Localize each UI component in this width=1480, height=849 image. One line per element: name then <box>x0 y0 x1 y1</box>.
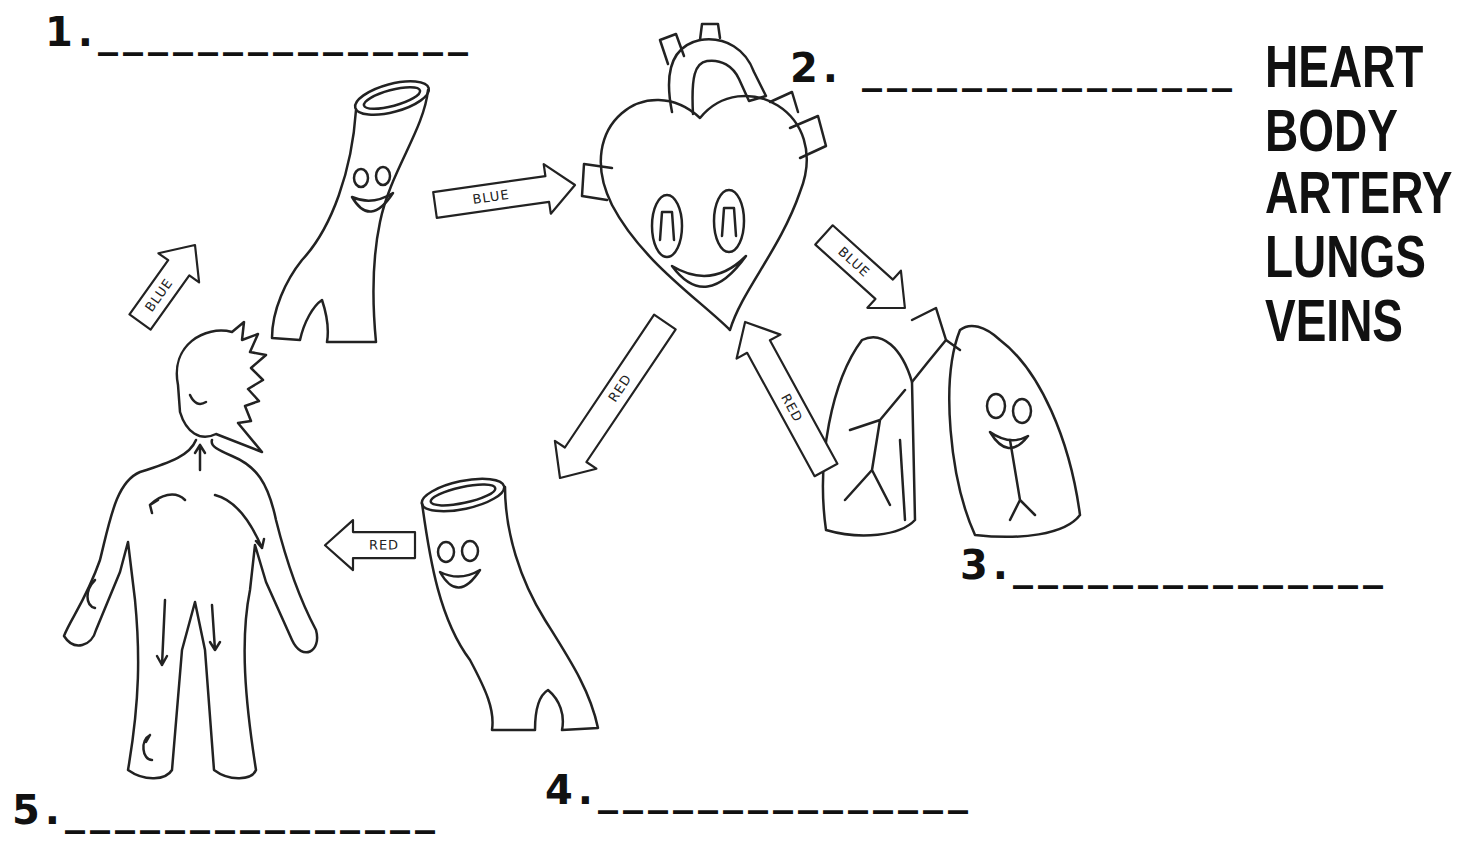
word-bank-word: HEART <box>1265 36 1423 96</box>
body-drawing <box>64 322 317 778</box>
artery-area: 4._______________ <box>415 478 600 733</box>
word-bank-word: VEINS <box>1265 290 1403 350</box>
answer-blank: 2. _______________ <box>790 48 1237 88</box>
flow-arrow <box>130 245 200 330</box>
answer-blank: 5._______________ <box>12 790 440 830</box>
body-area: 5._______________ <box>55 322 325 785</box>
answer-blank: 3._______________ <box>960 545 1388 585</box>
flow-arrow <box>737 322 838 476</box>
flow-arrow <box>325 520 415 570</box>
lungs-drawing <box>823 308 1080 537</box>
artery-drawing <box>419 473 598 730</box>
vein-drawing <box>272 75 432 342</box>
flow-arrow <box>433 164 575 218</box>
flow-arrow <box>555 315 676 478</box>
word-bank-word: ARTERY <box>1265 162 1452 222</box>
word-bank-word: BODY <box>1265 100 1398 160</box>
vein-area: 1._______________ <box>195 78 435 320</box>
answer-blank: 1._______________ <box>45 12 473 52</box>
flow-arrow <box>815 225 905 308</box>
heart-area: 2. _______________ <box>575 28 824 322</box>
answer-blank: 4._______________ <box>545 770 973 810</box>
heart-drawing <box>582 24 826 330</box>
lungs-area: 3._______________ <box>826 308 1090 540</box>
flow-label: RED <box>369 539 399 552</box>
word-bank-word: LUNGS <box>1265 226 1426 286</box>
